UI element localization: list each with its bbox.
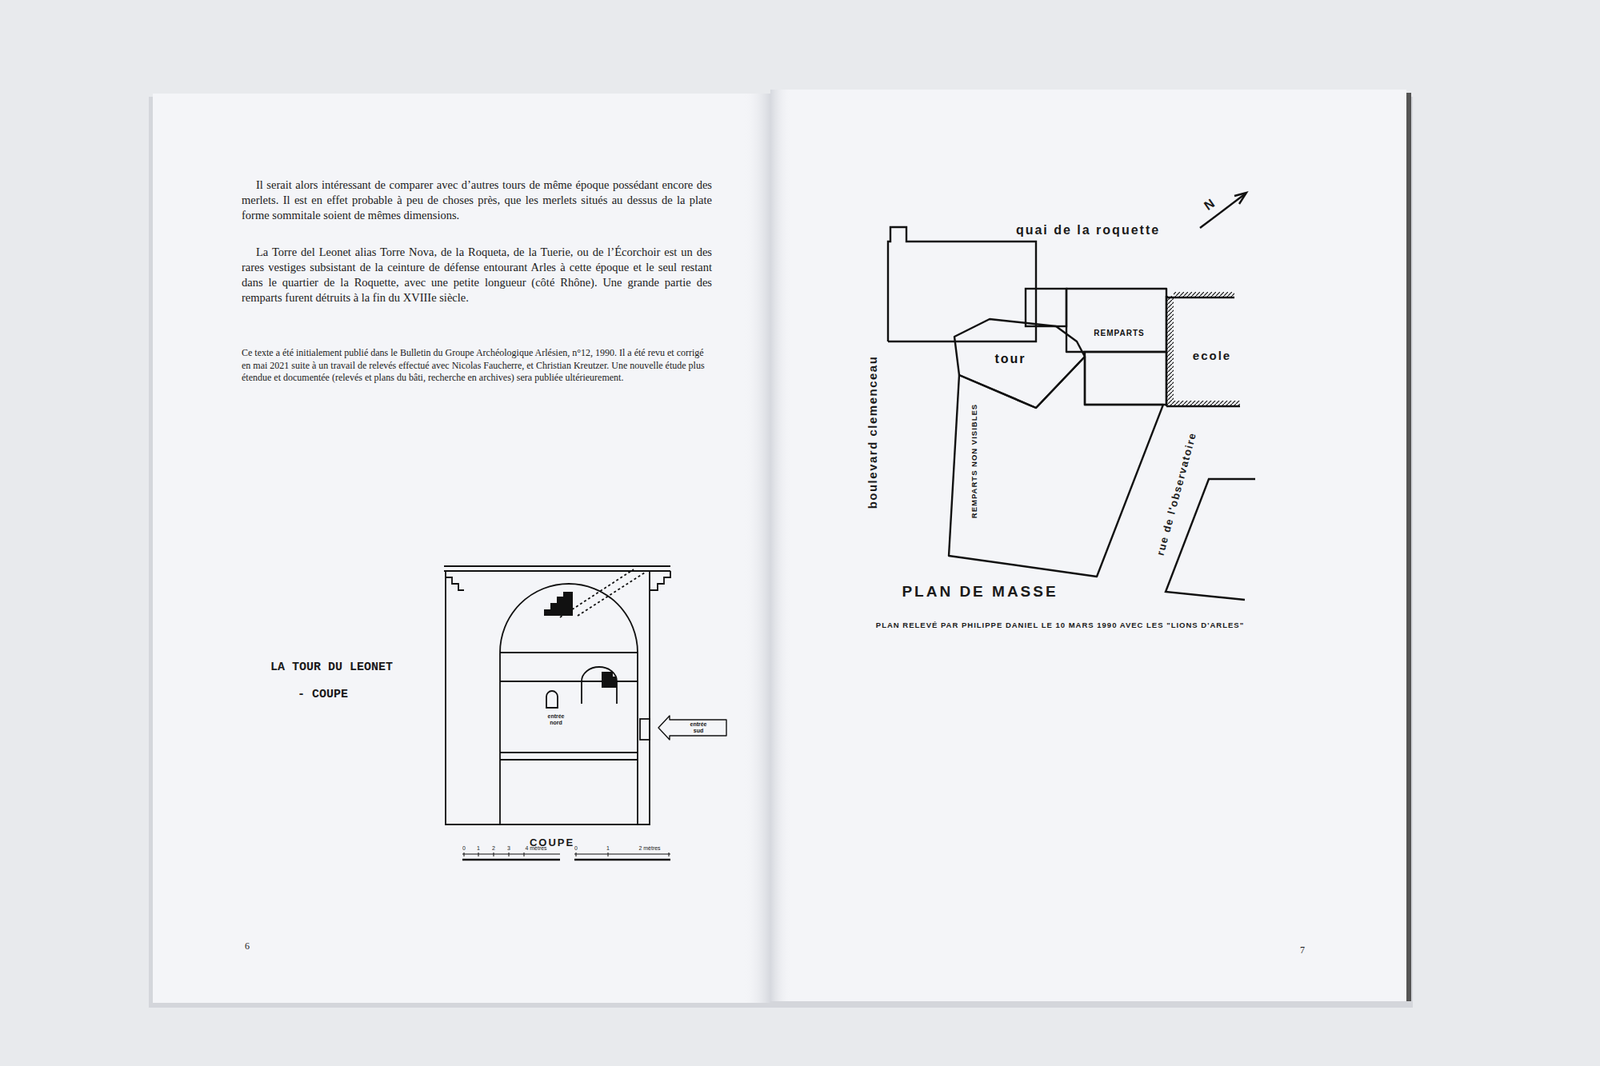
- page-edge: [1406, 92, 1412, 1002]
- gutter-shade: [744, 93, 771, 1004]
- plan-credit: PLAN RELEVÉ PAR PHILIPPE DANIEL LE 10 MA…: [876, 620, 1244, 630]
- tower-section: [444, 566, 671, 825]
- region-label: REMPARTS: [1093, 328, 1144, 338]
- region-label: tour: [994, 352, 1026, 367]
- right-page: [770, 89, 1407, 1002]
- rampart-region: REMPARTS: [1066, 288, 1167, 352]
- body-paragraph: La Torre del Leonet alias Torre Nova, de…: [241, 244, 712, 306]
- scale-number: 3: [507, 845, 511, 852]
- scale-number: 0: [462, 845, 466, 852]
- tower-region: tour: [954, 319, 1085, 408]
- body-paragraph: Il serait alors intéressant de comparer …: [241, 177, 712, 224]
- gutter-shade: [770, 89, 792, 1002]
- publication-note: Ce texte a été initialement publié dans …: [241, 347, 712, 385]
- scale-bar: [462, 852, 671, 860]
- page-number: 7: [1300, 944, 1305, 957]
- school-hatch: [1173, 400, 1240, 407]
- left-page: [152, 93, 771, 1004]
- north-arrow: [1200, 192, 1247, 228]
- scale-number: 1: [476, 845, 480, 852]
- scale-number: 4 mètres: [524, 845, 547, 852]
- scale-number: 0: [574, 845, 578, 852]
- school-hatch: [1166, 296, 1174, 407]
- stair-block: [601, 672, 617, 688]
- region-outline: [954, 319, 1085, 408]
- region-label: entrée sud: [684, 721, 712, 735]
- region-outline: [948, 356, 1164, 577]
- entrance-arrow: entrée sud: [658, 716, 727, 740]
- region-outline: [1066, 288, 1167, 352]
- scale-number: 2: [492, 845, 496, 852]
- region-outline: [1066, 288, 1167, 352]
- stair-block: [544, 592, 573, 616]
- region-label: REMPARTS NON VISIBLES: [970, 403, 980, 518]
- scale-number: 1: [606, 845, 610, 852]
- entrance-label: entrée nord: [542, 713, 570, 727]
- region-outline: [658, 716, 727, 740]
- page-number: 6: [244, 940, 250, 953]
- school-hatch: [1173, 292, 1235, 298]
- figure-subtitle: - COUPE: [297, 688, 348, 702]
- figure-title: LA TOUR DU LEONET: [270, 660, 393, 675]
- site-plan: [888, 227, 1256, 600]
- region-outline: [658, 716, 727, 740]
- street-name: boulevard clemenceau: [865, 355, 880, 509]
- building-name: ecole: [1192, 348, 1232, 363]
- street-name: quai de la roquette: [1016, 223, 1160, 238]
- hidden-rampart-region: REMPARTS NON VISIBLES: [948, 356, 1164, 577]
- scale-number: 2 mètres: [638, 845, 660, 852]
- region-outline: [948, 356, 1164, 577]
- plan-title: PLAN DE MASSE: [901, 583, 1058, 601]
